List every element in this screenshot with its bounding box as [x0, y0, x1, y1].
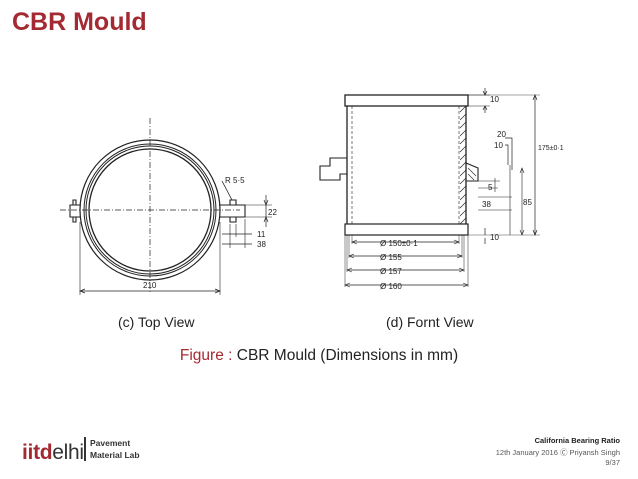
logo-iitd: iitd [22, 441, 53, 464]
front-dim-10-top: 10 [490, 95, 499, 104]
front-dim-10-bottom: 10 [490, 233, 499, 242]
figure-caption-label: Figure : [179, 347, 233, 364]
footer-date-author: 12th January 2016 Ⓒ Priyansh Singh [495, 448, 620, 457]
iitdelhi-logo: iitdelhi [22, 441, 84, 465]
slide-title: CBR Mould [12, 8, 147, 36]
subfigure-c-label: (c) Top View [118, 314, 195, 330]
top-radius-label: R 5·5 [225, 176, 245, 185]
top-dim-22: 22 [268, 208, 277, 217]
front-dim-20: 20 [497, 130, 506, 139]
subfigure-d-label: (d) Fornt View [386, 314, 474, 330]
front-dia-160: Ø 160 [380, 282, 402, 291]
top-dim-38: 38 [257, 240, 266, 249]
front-dim-38: 38 [482, 200, 491, 209]
front-dia-150: Ø 150±0·1 [380, 239, 418, 248]
logo-elhi: elhi [52, 441, 84, 464]
front-dim-85: 85 [523, 198, 532, 207]
footer-page-number: 9/37 [605, 458, 620, 467]
footer-topic: California Bearing Ratio [534, 436, 620, 445]
top-view-drawing [60, 118, 272, 295]
logo-divider [84, 437, 86, 461]
front-dim-175: 175±0·1 [538, 145, 564, 152]
front-dia-157: Ø 157 [380, 267, 402, 276]
figure-caption-text: CBR Mould (Dimensions in mm) [236, 347, 459, 364]
lab-name-line2: Material Lab [90, 450, 140, 460]
top-dim-210: 210 [143, 281, 157, 290]
front-dim-5: 5 [488, 183, 493, 192]
front-dim-10-mid: 10 [494, 141, 503, 150]
lab-name-line1: Pavement [90, 438, 131, 448]
front-view-drawing [319, 88, 540, 288]
top-dim-11: 11 [257, 230, 266, 239]
front-dia-155: Ø 155 [380, 253, 402, 262]
figure-caption: Figure : CBR Mould (Dimensions in mm) [0, 347, 638, 365]
